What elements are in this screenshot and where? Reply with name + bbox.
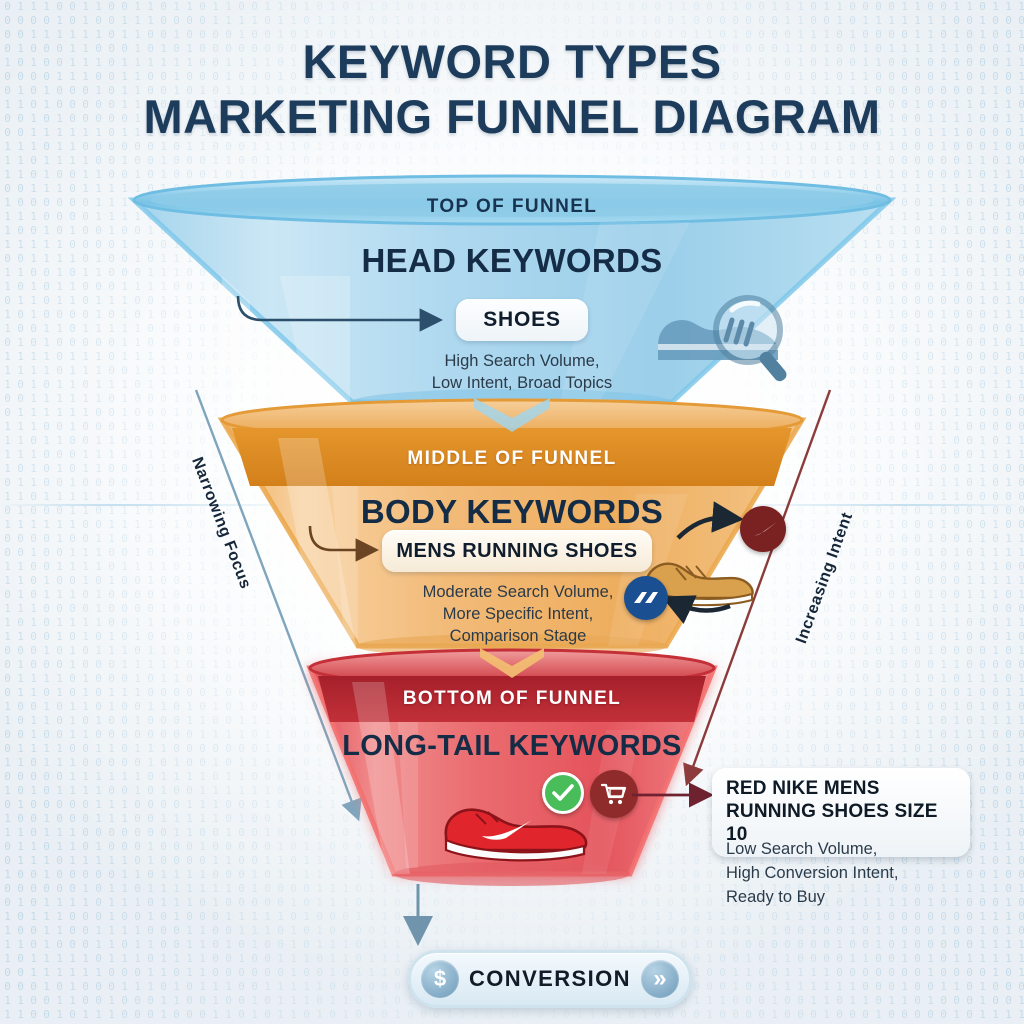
page-title: KEYWORD TYPES MARKETING FUNNEL DIAGRAM: [0, 34, 1024, 145]
conversion-label: CONVERSION: [469, 966, 631, 991]
double-chevron-icon: »: [640, 960, 679, 998]
title-line-2: MARKETING FUNNEL DIAGRAM: [143, 90, 881, 144]
conversion-badge[interactable]: $ CONVERSION »: [408, 950, 692, 1008]
title-line-1: KEYWORD TYPES: [302, 35, 722, 88]
dollar-icon: $: [421, 960, 459, 998]
callout-description: Low Search Volume, High Conversion Inten…: [726, 840, 899, 906]
